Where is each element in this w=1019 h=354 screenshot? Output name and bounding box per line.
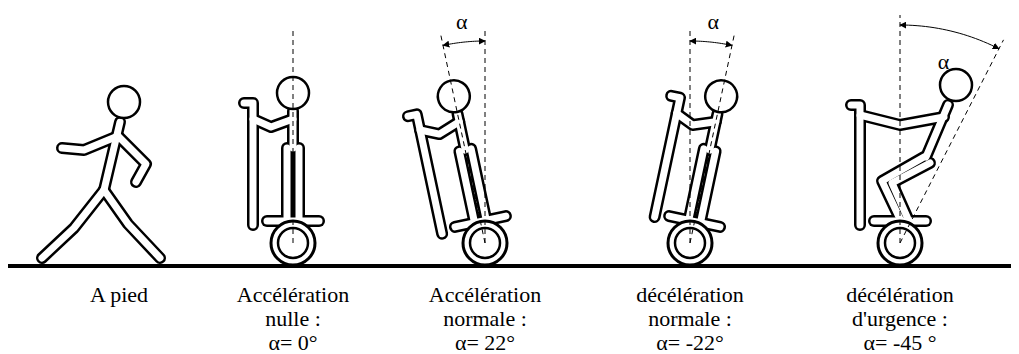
caption-line: décélération — [575, 283, 805, 307]
angle-symbol: α — [928, 50, 958, 74]
rider-limb-outline — [675, 113, 716, 129]
rider-limb-fill — [926, 105, 948, 157]
rider-head — [702, 77, 740, 115]
tilt-axis — [900, 40, 1004, 243]
segway-rider — [403, 31, 507, 265]
rider-limb-outline — [860, 115, 944, 125]
walker-limb-fill — [104, 190, 160, 258]
rider-limb-fill — [471, 149, 486, 218]
walker-limb-outline — [118, 136, 146, 182]
walker-limb-fill — [118, 136, 146, 182]
rider-limb-outline — [851, 105, 860, 225]
angle-symbol: α — [447, 10, 477, 34]
angle-arc — [443, 41, 485, 45]
tilt-axis — [690, 36, 734, 243]
tilt-axis — [441, 36, 485, 243]
rider-limb-fill — [860, 115, 944, 125]
ground-line — [8, 264, 1011, 268]
rider-limb-outline — [253, 119, 293, 127]
walker-limb-fill — [62, 136, 118, 150]
walker-limb-fill — [42, 190, 104, 258]
caption-line: normale : — [575, 307, 805, 331]
rider-limb-fill — [296, 148, 303, 219]
rider-limb-outline — [293, 148, 305, 219]
walker-limb-fill — [104, 122, 120, 190]
caption: décélération d'urgence : α= -45 ° — [785, 283, 1015, 354]
walker-limb-outline — [62, 136, 118, 150]
rider-limb-fill — [892, 163, 930, 219]
caption: Accélération nulle : α= 0° — [178, 283, 408, 354]
angle-symbol: α — [698, 10, 728, 34]
caption-line: Accélération — [370, 283, 600, 307]
walker-limb-outline — [42, 190, 104, 258]
caption-line: α= -45 ° — [785, 331, 1015, 354]
angle-arc — [900, 25, 999, 49]
rider-limb-fill — [284, 148, 291, 219]
segway-rider — [244, 31, 319, 265]
rider-limb-outline — [281, 148, 293, 219]
segway-rider — [646, 31, 750, 265]
caption-line: α= -22° — [575, 331, 805, 354]
caption-line: normale : — [370, 307, 600, 331]
rider-head — [435, 77, 473, 115]
caption-line: α= 22° — [370, 331, 600, 354]
caption-line: A pied — [4, 283, 234, 307]
caption-line: α — [928, 50, 958, 74]
rider-limb-fill — [420, 122, 461, 138]
caption-line: Accélération — [178, 283, 408, 307]
walking-person — [42, 86, 160, 258]
rider-limb-outline — [420, 122, 461, 138]
caption-line: nulle : — [178, 307, 408, 331]
rider-limb-fill — [253, 119, 293, 127]
vertical-reference — [485, 31, 486, 243]
segway-rider — [851, 15, 1004, 265]
caption-line: α — [447, 10, 477, 34]
caption: décélération normale : α= -22° — [575, 283, 805, 354]
caption-line: α= 0° — [178, 331, 408, 354]
vertical-reference — [900, 15, 901, 243]
rider-body — [244, 77, 319, 225]
walker-limb-outline — [104, 190, 160, 258]
vertical-reference — [293, 31, 294, 243]
caption-line: décélération — [785, 283, 1015, 307]
rider-limb-fill — [675, 113, 716, 129]
caption-line: d'urgence : — [785, 307, 1015, 331]
rider-limb-fill — [851, 105, 860, 225]
angle-arc — [690, 41, 732, 45]
caption: A pied — [4, 283, 234, 307]
vertical-reference — [690, 31, 691, 243]
rider-head — [108, 86, 140, 118]
rider-limb-fill — [701, 151, 716, 220]
caption-line: α — [698, 10, 728, 34]
rider-body — [851, 69, 972, 225]
caption: Accélération normale : α= 22° — [370, 283, 600, 354]
